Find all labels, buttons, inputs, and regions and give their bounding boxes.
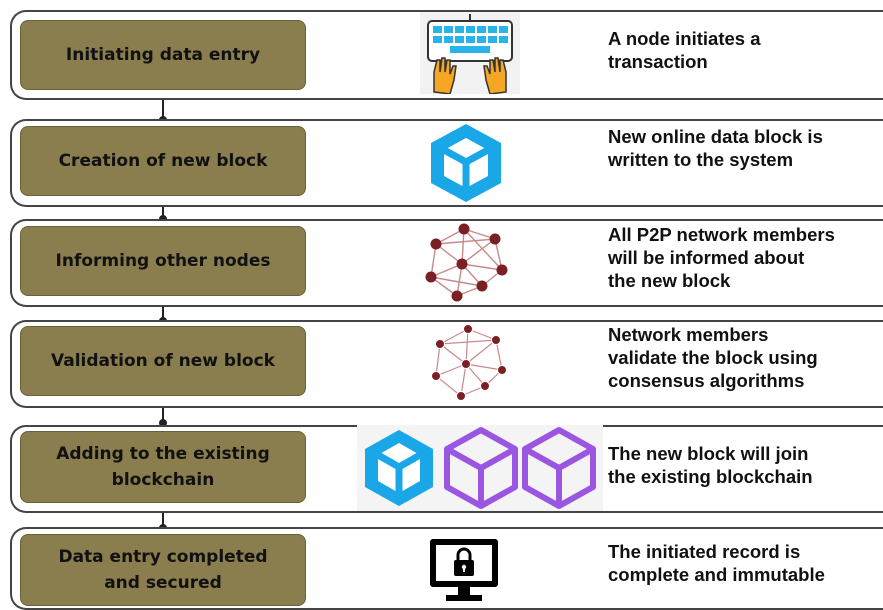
step-label-2: Creation of new block bbox=[20, 126, 306, 196]
step-label-1: Initiating data entry bbox=[20, 20, 306, 90]
step-description-4: Network members validate the block using… bbox=[608, 324, 818, 391]
connector-line bbox=[162, 206, 164, 220]
step-description-3: All P2P network members will be informed… bbox=[608, 224, 835, 291]
network-validate-icon bbox=[428, 324, 508, 404]
step-label-3: Informing other nodes bbox=[20, 226, 306, 296]
secured-monitor-icon bbox=[428, 535, 500, 605]
step-description-1: A node initiates a transaction bbox=[608, 28, 761, 72]
cube-icon bbox=[426, 121, 506, 205]
connector-line bbox=[162, 306, 164, 320]
connector-dot bbox=[159, 419, 167, 427]
step-label-4: Validation of new block bbox=[20, 326, 306, 396]
connector-line bbox=[162, 406, 164, 426]
network-icon bbox=[422, 222, 508, 304]
keyboard-icon bbox=[420, 12, 520, 94]
connector-line bbox=[162, 506, 164, 528]
step-description-5: The new block will join the existing blo… bbox=[608, 443, 813, 487]
blockchain-cubes-icon bbox=[357, 425, 603, 511]
step-description-6: The initiated record is complete and imm… bbox=[608, 541, 825, 585]
step-description-2: New online data block is written to the … bbox=[608, 126, 823, 170]
connector-line bbox=[162, 99, 164, 120]
